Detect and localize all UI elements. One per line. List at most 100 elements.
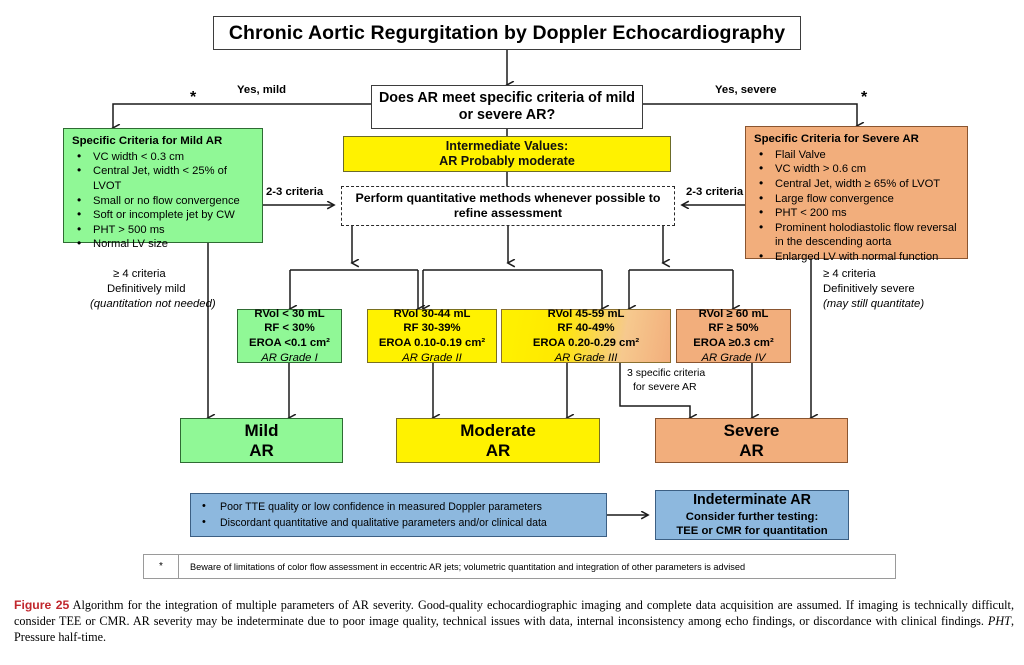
footnote-text: Beware of limitations of color flow asse…: [190, 561, 746, 572]
severe-criteria-list: •Flail Valve •VC width > 0.6 cm •Central…: [753, 146, 960, 265]
grade-4-eroa: EROA ≥0.3 cm²: [693, 337, 774, 349]
label-right-2-3-criteria: 2-3 criteria: [686, 186, 744, 198]
result-severe-line2: AR: [739, 440, 764, 460]
indeterminate-condition-1: Discordant quantitative and qualitative …: [220, 517, 547, 530]
intermediate-line1: Intermediate Values:: [445, 138, 569, 153]
quantitative-methods-box: Perform quantitative methods whenever po…: [341, 186, 675, 226]
label-left-ge4-line3: (quantitation not needed): [90, 298, 216, 310]
list-item: •Central Jet, width ≥ 65% of LVOT: [753, 176, 960, 192]
bullet-icon: •: [759, 205, 764, 220]
list-item: • Large flow convergence: [753, 190, 960, 207]
label-three-specific-line2: for severe AR: [633, 381, 697, 393]
severe-criteria-item-6: Enlarged LV with normal function: [775, 250, 939, 263]
list-item: • Soft or incomplete jet by CW: [71, 207, 255, 223]
grade-4-rf: RF ≥ 50%: [708, 322, 759, 335]
mild-criteria-item-0: VC width < 0.3 cm: [93, 150, 185, 163]
mild-criteria-item-4: PHT > 500 ms: [93, 223, 165, 236]
list-item: • Poor TTE quality or low confidence in m…: [199, 500, 600, 514]
grade-1-rvol: RVol < 30 mL: [254, 307, 325, 320]
grade-2-rvol: RVol 30-44 mL: [393, 307, 471, 320]
label-right-ge4-line1: ≥ 4 criteria: [823, 268, 876, 280]
bullet-icon: •: [202, 500, 206, 512]
list-item: • Flail Valve: [753, 146, 960, 163]
footnote-divider: [178, 554, 179, 579]
label-right-ge4-line3: (may still quantitate): [823, 298, 925, 310]
footnote-box: * Beware of limitations of color flow as…: [143, 554, 896, 579]
indeterminate-condition-0: Poor TTE quality or low confidence in me…: [220, 501, 542, 513]
caption-abbreviation: PHT: [987, 613, 1011, 628]
result-moderate-line2: AR: [485, 440, 511, 460]
grade-3-rvol: RVol 45-59 mL: [547, 307, 625, 320]
list-item: • Normal LV size: [71, 236, 255, 252]
bullet-icon: •: [759, 161, 764, 176]
mild-criteria-list: • VC width < 0.3 cm • Central Jet, width <…: [71, 148, 255, 252]
grade-box-2: RVol 30-44 mL RF 30-39% EROA 0.10-0.19 c…: [367, 307, 497, 364]
label-left-2-3-criteria: 2-3 criteria: [266, 186, 324, 198]
result-mild-line1: Mild: [244, 421, 279, 441]
grade-2-label: AR Grade II: [402, 351, 462, 364]
figure-number: Figure 25: [14, 598, 70, 612]
grade-box-1: RVol < 30 mL RF < 30% EROA <0.1 cm² AR G…: [237, 307, 342, 364]
list-item: • Small or no flow convergence: [71, 192, 255, 209]
severe-criteria-item-4: PHT < 200 ms: [775, 207, 847, 220]
grade-4-rvol: RVol ≥ 60 mL: [698, 307, 769, 320]
indeterminate-title: Indeterminate AR: [693, 491, 811, 508]
caption-text-part1: Algorithm for the integration of multipl…: [14, 598, 1014, 628]
grade-1-rf: RF < 30%: [264, 322, 315, 335]
grade-1-label: AR Grade I: [261, 351, 318, 364]
list-item: • PHT < 200 ms: [753, 205, 960, 221]
mild-criteria-box: Specific Criteria for Mild AR • VC width …: [63, 128, 263, 250]
grade-3-rf: RF 40-49%: [557, 322, 615, 335]
bullet-icon: •: [77, 221, 82, 236]
bullet-icon: •: [77, 207, 82, 222]
grade-2-eroa: EROA 0.10-0.19 cm²: [378, 337, 486, 349]
asterisk-marker-left: *: [190, 89, 197, 106]
bullet-icon: •: [77, 236, 82, 251]
list-item: •Discordant quantitative and qualitative…: [199, 516, 600, 530]
mild-criteria-item-1: Central Jet, width < 25% of LVOT: [93, 165, 228, 192]
grade-box-3: RVol 45-59 mL RF 40-49% EROA 0.20-0.29 c…: [501, 307, 671, 364]
list-item: • Central Jet, width < 25% of LVOT: [71, 163, 255, 193]
grade-3-label: AR Grade III: [554, 351, 618, 364]
mild-criteria-heading: Specific Criteria for Mild AR: [72, 135, 223, 147]
severe-criteria-item-3: Large flow convergence: [775, 192, 894, 205]
severe-criteria-item-2: Central Jet, width ≥ 65% of LVOT: [775, 177, 941, 190]
grade-1-eroa: EROA <0.1 cm²: [249, 337, 330, 349]
indeterminate-conditions-list: • Poor TTE quality or low confidence in m…: [199, 500, 600, 530]
mild-criteria-item-3: Soft or incomplete jet by CW: [93, 209, 235, 222]
severe-criteria-box: Specific Criteria for Severe AR • Flail V…: [745, 126, 968, 263]
caption-text-part2: , Pressure half-time.: [14, 613, 1014, 644]
result-severe-line1: Severe: [723, 421, 780, 441]
mild-criteria-item-2: Small or no flow convergence: [93, 194, 240, 207]
bullet-icon: •: [759, 248, 764, 263]
result-moderate-line1: Moderate: [460, 421, 536, 441]
indeterminate-conditions-box: • Poor TTE quality or low confidence in m…: [190, 493, 607, 537]
result-box-severe: Severe AR: [655, 418, 848, 463]
label-right-ge4-line2: Definitively severe: [823, 283, 915, 295]
bullet-icon: •: [759, 146, 764, 161]
severe-criteria-item-0: Flail Valve: [775, 148, 826, 161]
decision-text: Does AR meet specific criteria of mild o…: [378, 90, 636, 123]
bullet-icon: •: [77, 192, 82, 207]
quant-line1: Perform quantitative methods whenever po…: [355, 190, 661, 205]
grade-box-4: RVol ≥ 60 mL RF ≥ 50% EROA ≥0.3 cm² AR G…: [676, 307, 791, 364]
bullet-icon: •: [77, 148, 82, 163]
asterisk-marker-right: *: [861, 89, 868, 106]
bullet-icon: •: [77, 163, 82, 178]
label-three-specific-line1: 3 specific criteria: [627, 367, 706, 379]
quant-line2: refine assessment: [453, 206, 563, 220]
severe-criteria-heading: Specific Criteria for Severe AR: [754, 133, 919, 145]
indeterminate-line2: Consider further testing:: [685, 511, 819, 524]
result-box-moderate: Moderate AR: [396, 418, 600, 463]
mild-criteria-item-5: Normal LV size: [93, 238, 169, 251]
branch-label-left: Yes, mild: [237, 84, 286, 96]
label-left-ge4-line1: ≥ 4 criteria: [113, 268, 166, 280]
list-item: •Prominent holodiastolic flow reversal i…: [753, 220, 960, 250]
indeterminate-result-box: Indeterminate AR Consider further testin…: [655, 490, 849, 540]
chart-title: Chronic Aortic Regurgitation by Doppler …: [213, 16, 801, 50]
bullet-icon: •: [759, 190, 764, 205]
severe-criteria-item-5: Prominent holodiastolic flow reversal in…: [775, 221, 957, 249]
intermediate-values-box: Intermediate Values: AR Probably moderat…: [343, 136, 671, 172]
grade-3-eroa: EROA 0.20-0.29 cm²: [532, 337, 640, 349]
